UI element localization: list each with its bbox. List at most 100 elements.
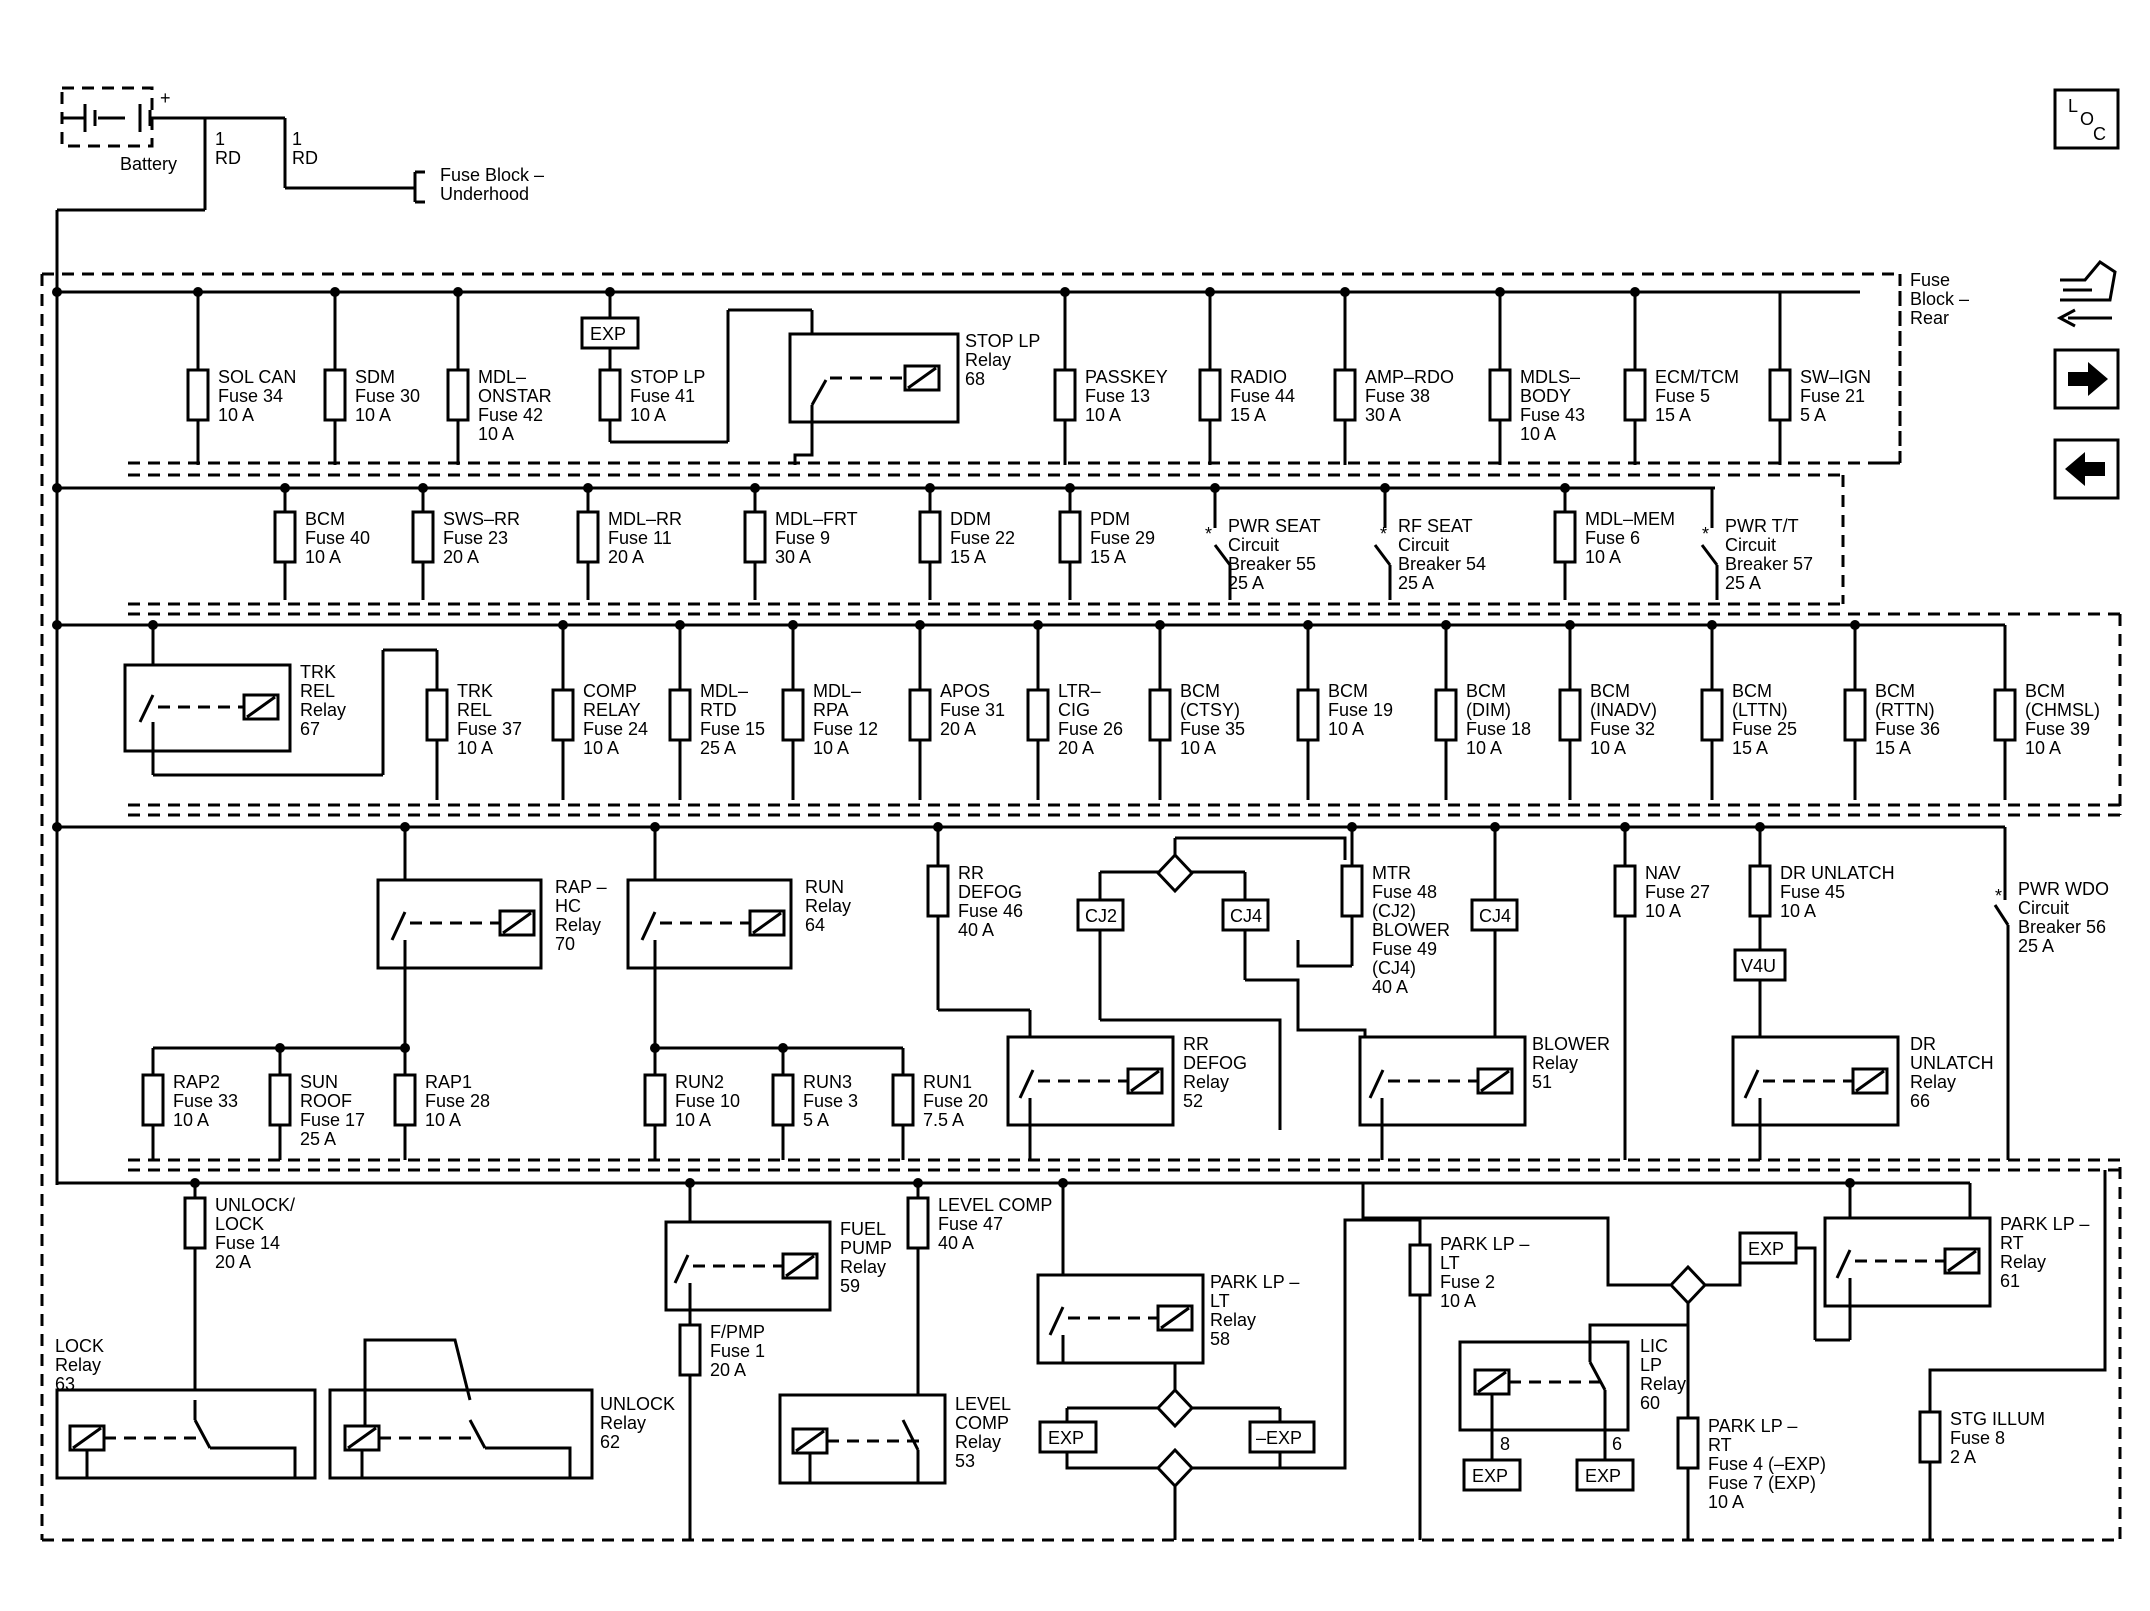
splice-cj: CJ2 CJ4 [1076, 836, 1367, 1130]
svg-text:RR: RR [958, 863, 984, 883]
fuse-block-rear-l2: Block – [1910, 289, 1969, 309]
svg-text:5 A: 5 A [803, 1110, 829, 1130]
svg-text:Relay: Relay [1210, 1310, 1256, 1330]
svg-text:C: C [2093, 124, 2106, 144]
svg-text:TRK: TRK [300, 662, 336, 682]
svg-text:63: 63 [55, 1374, 75, 1394]
exp-connector-4 [1575, 1458, 1635, 1492]
svg-text:UNLATCH: UNLATCH [1910, 1053, 1994, 1073]
svg-text:7.5 A: 7.5 A [923, 1110, 964, 1130]
svg-text:Fuse 17: Fuse 17 [300, 1110, 365, 1130]
prev-arrow-icon[interactable] [2053, 438, 2120, 500]
svg-text:15 A: 15 A [1090, 547, 1126, 567]
svg-text:10 A: 10 A [1645, 901, 1681, 921]
svg-text:Fuse 23: Fuse 23 [443, 528, 508, 548]
svg-text:DR UNLATCH: DR UNLATCH [1780, 863, 1895, 883]
svg-text:PASSKEY: PASSKEY [1085, 367, 1168, 387]
svg-text:10 A: 10 A [1328, 719, 1364, 739]
svg-text:REL: REL [457, 700, 492, 720]
svg-text:MDL–: MDL– [813, 681, 861, 701]
svg-text:BLOWER: BLOWER [1372, 920, 1450, 940]
svg-text:PARK LP –: PARK LP – [1440, 1234, 1529, 1254]
svg-text:Fuse 42: Fuse 42 [478, 405, 543, 425]
svg-text:Circuit: Circuit [1228, 535, 1279, 555]
svg-text:ROOF: ROOF [300, 1091, 352, 1111]
svg-text:Fuse 39: Fuse 39 [2025, 719, 2090, 739]
svg-text:CIG: CIG [1058, 700, 1090, 720]
svg-text:8: 8 [1500, 1434, 1510, 1454]
svg-text:Fuse 3: Fuse 3 [803, 1091, 858, 1111]
svg-text:Fuse 9: Fuse 9 [775, 528, 830, 548]
svg-text:SDM: SDM [355, 367, 395, 387]
svg-text:RUN: RUN [805, 877, 844, 897]
svg-text:LOCK: LOCK [55, 1336, 104, 1356]
svg-text:MTR: MTR [1372, 863, 1411, 883]
svg-text:Breaker 54: Breaker 54 [1398, 554, 1486, 574]
exp-connector-5 [1738, 1231, 1798, 1265]
svg-text:TRK: TRK [457, 681, 493, 701]
svg-text:RAP –: RAP – [555, 877, 607, 897]
svg-text:RR: RR [1183, 1034, 1209, 1054]
wire-color-1: RD [215, 148, 241, 168]
svg-text:10 A: 10 A [1085, 405, 1121, 425]
svg-text:58: 58 [1210, 1329, 1230, 1349]
svg-text:LEVEL: LEVEL [955, 1394, 1011, 1414]
svg-text:Relay: Relay [2000, 1252, 2046, 1272]
svg-text:PUMP: PUMP [840, 1238, 892, 1258]
svg-text:ECM/TCM: ECM/TCM [1655, 367, 1739, 387]
svg-text:DEFOG: DEFOG [958, 882, 1022, 902]
next-arrow-icon[interactable] [2053, 348, 2120, 410]
svg-text:30 A: 30 A [1365, 405, 1401, 425]
svg-text:10 A: 10 A [2025, 738, 2061, 758]
svg-text:59: 59 [840, 1276, 860, 1296]
svg-text:MDLS–: MDLS– [1520, 367, 1580, 387]
svg-text:10 A: 10 A [425, 1110, 461, 1130]
svg-text:CJ4: CJ4 [1230, 906, 1262, 926]
svg-text:10 A: 10 A [1585, 547, 1621, 567]
svg-text:Fuse 28: Fuse 28 [425, 1091, 490, 1111]
wire-color-2: RD [292, 148, 318, 168]
svg-text:SUN: SUN [300, 1072, 338, 1092]
svg-text:BCM: BCM [305, 509, 345, 529]
svg-text:Fuse 14: Fuse 14 [215, 1233, 280, 1253]
svg-text:EXP: EXP [1048, 1428, 1084, 1448]
loc-icon[interactable]: L O C [2053, 88, 2120, 150]
svg-text:DR: DR [1910, 1034, 1936, 1054]
connector-views-icon[interactable] [2056, 260, 2117, 328]
svg-text:LT: LT [1440, 1253, 1460, 1273]
svg-text:Relay: Relay [55, 1355, 101, 1375]
svg-text:25 A: 25 A [2018, 936, 2054, 956]
svg-text:Breaker 56: Breaker 56 [2018, 917, 2106, 937]
svg-text:40 A: 40 A [1372, 977, 1408, 997]
svg-text:10 A: 10 A [218, 405, 254, 425]
svg-text:LOCK: LOCK [215, 1214, 264, 1234]
svg-text:EXP: EXP [1472, 1466, 1508, 1486]
wire-gauge-2: 1 [292, 129, 302, 149]
svg-text:O: O [2080, 109, 2094, 129]
svg-text:15 A: 15 A [1230, 405, 1266, 425]
svg-text:Breaker 55: Breaker 55 [1228, 554, 1316, 574]
fuse-block-rear-l1: Fuse [1910, 270, 1950, 290]
svg-text:Fuse 36: Fuse 36 [1875, 719, 1940, 739]
svg-text:BCM: BCM [1875, 681, 1915, 701]
